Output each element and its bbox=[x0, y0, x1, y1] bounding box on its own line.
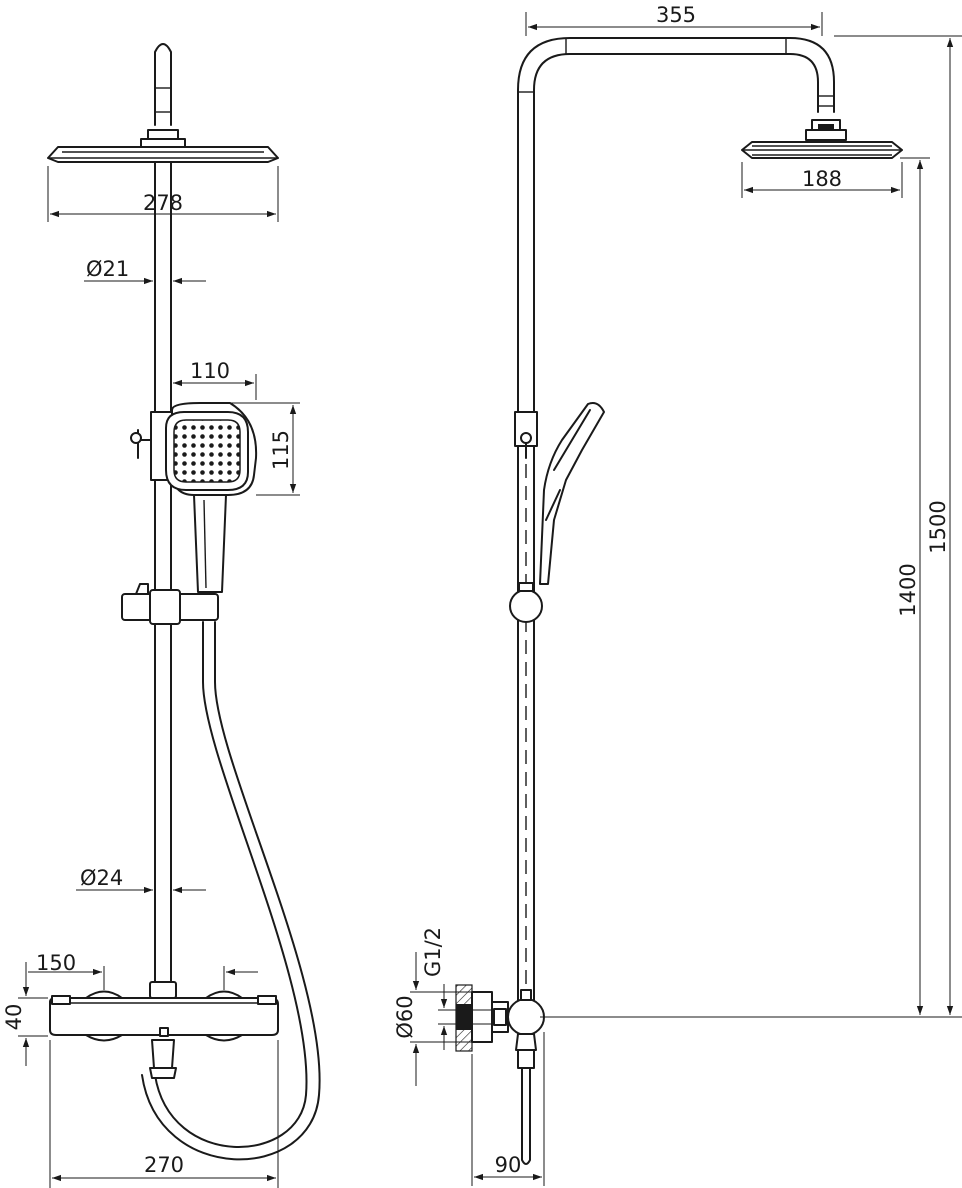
dim-head-depth: 188 bbox=[802, 167, 842, 191]
dim-connection-thread: G1/2 bbox=[421, 927, 445, 977]
front-hand-shower bbox=[165, 402, 258, 593]
front-sliding-holder bbox=[121, 583, 219, 625]
side-hand-shower bbox=[539, 402, 605, 585]
dim-wall-offset: 90 bbox=[495, 1153, 522, 1177]
front-shower-hose bbox=[154, 621, 308, 1148]
side-overhead-shower bbox=[741, 141, 903, 159]
front-valve-body bbox=[49, 990, 279, 1042]
dim-hand-shower-width: 110 bbox=[190, 359, 230, 383]
front-view bbox=[47, 43, 321, 1161]
dim-hand-shower-height: 115 bbox=[269, 430, 293, 470]
dim-valve-height: 40 bbox=[2, 1004, 26, 1031]
side-dimensions: 355 188 1400 1500 G1/2 Ø60 90 bbox=[393, 3, 962, 1186]
dim-rail-diameter: Ø21 bbox=[86, 257, 129, 281]
front-overhead-shower bbox=[47, 146, 279, 163]
front-top-stub bbox=[154, 43, 172, 126]
side-gooseneck-arm bbox=[517, 37, 835, 413]
side-wall-connector bbox=[471, 989, 545, 1043]
side-view bbox=[455, 37, 903, 1165]
dim-valve-centers: 150 bbox=[36, 951, 76, 975]
dim-overall-width: 270 bbox=[144, 1153, 184, 1177]
dim-head-width: 278 bbox=[143, 191, 183, 215]
dim-overall-height: 1500 bbox=[926, 500, 950, 553]
front-dimensions: 278 Ø21 110 115 Ø24 150 40 270 bbox=[2, 166, 300, 1188]
dim-arm-reach: 355 bbox=[656, 3, 696, 27]
dim-flange-diameter: Ø60 bbox=[393, 995, 417, 1038]
dim-lower-pipe-diameter: Ø24 bbox=[80, 866, 123, 890]
dim-rail-height: 1400 bbox=[896, 563, 920, 616]
